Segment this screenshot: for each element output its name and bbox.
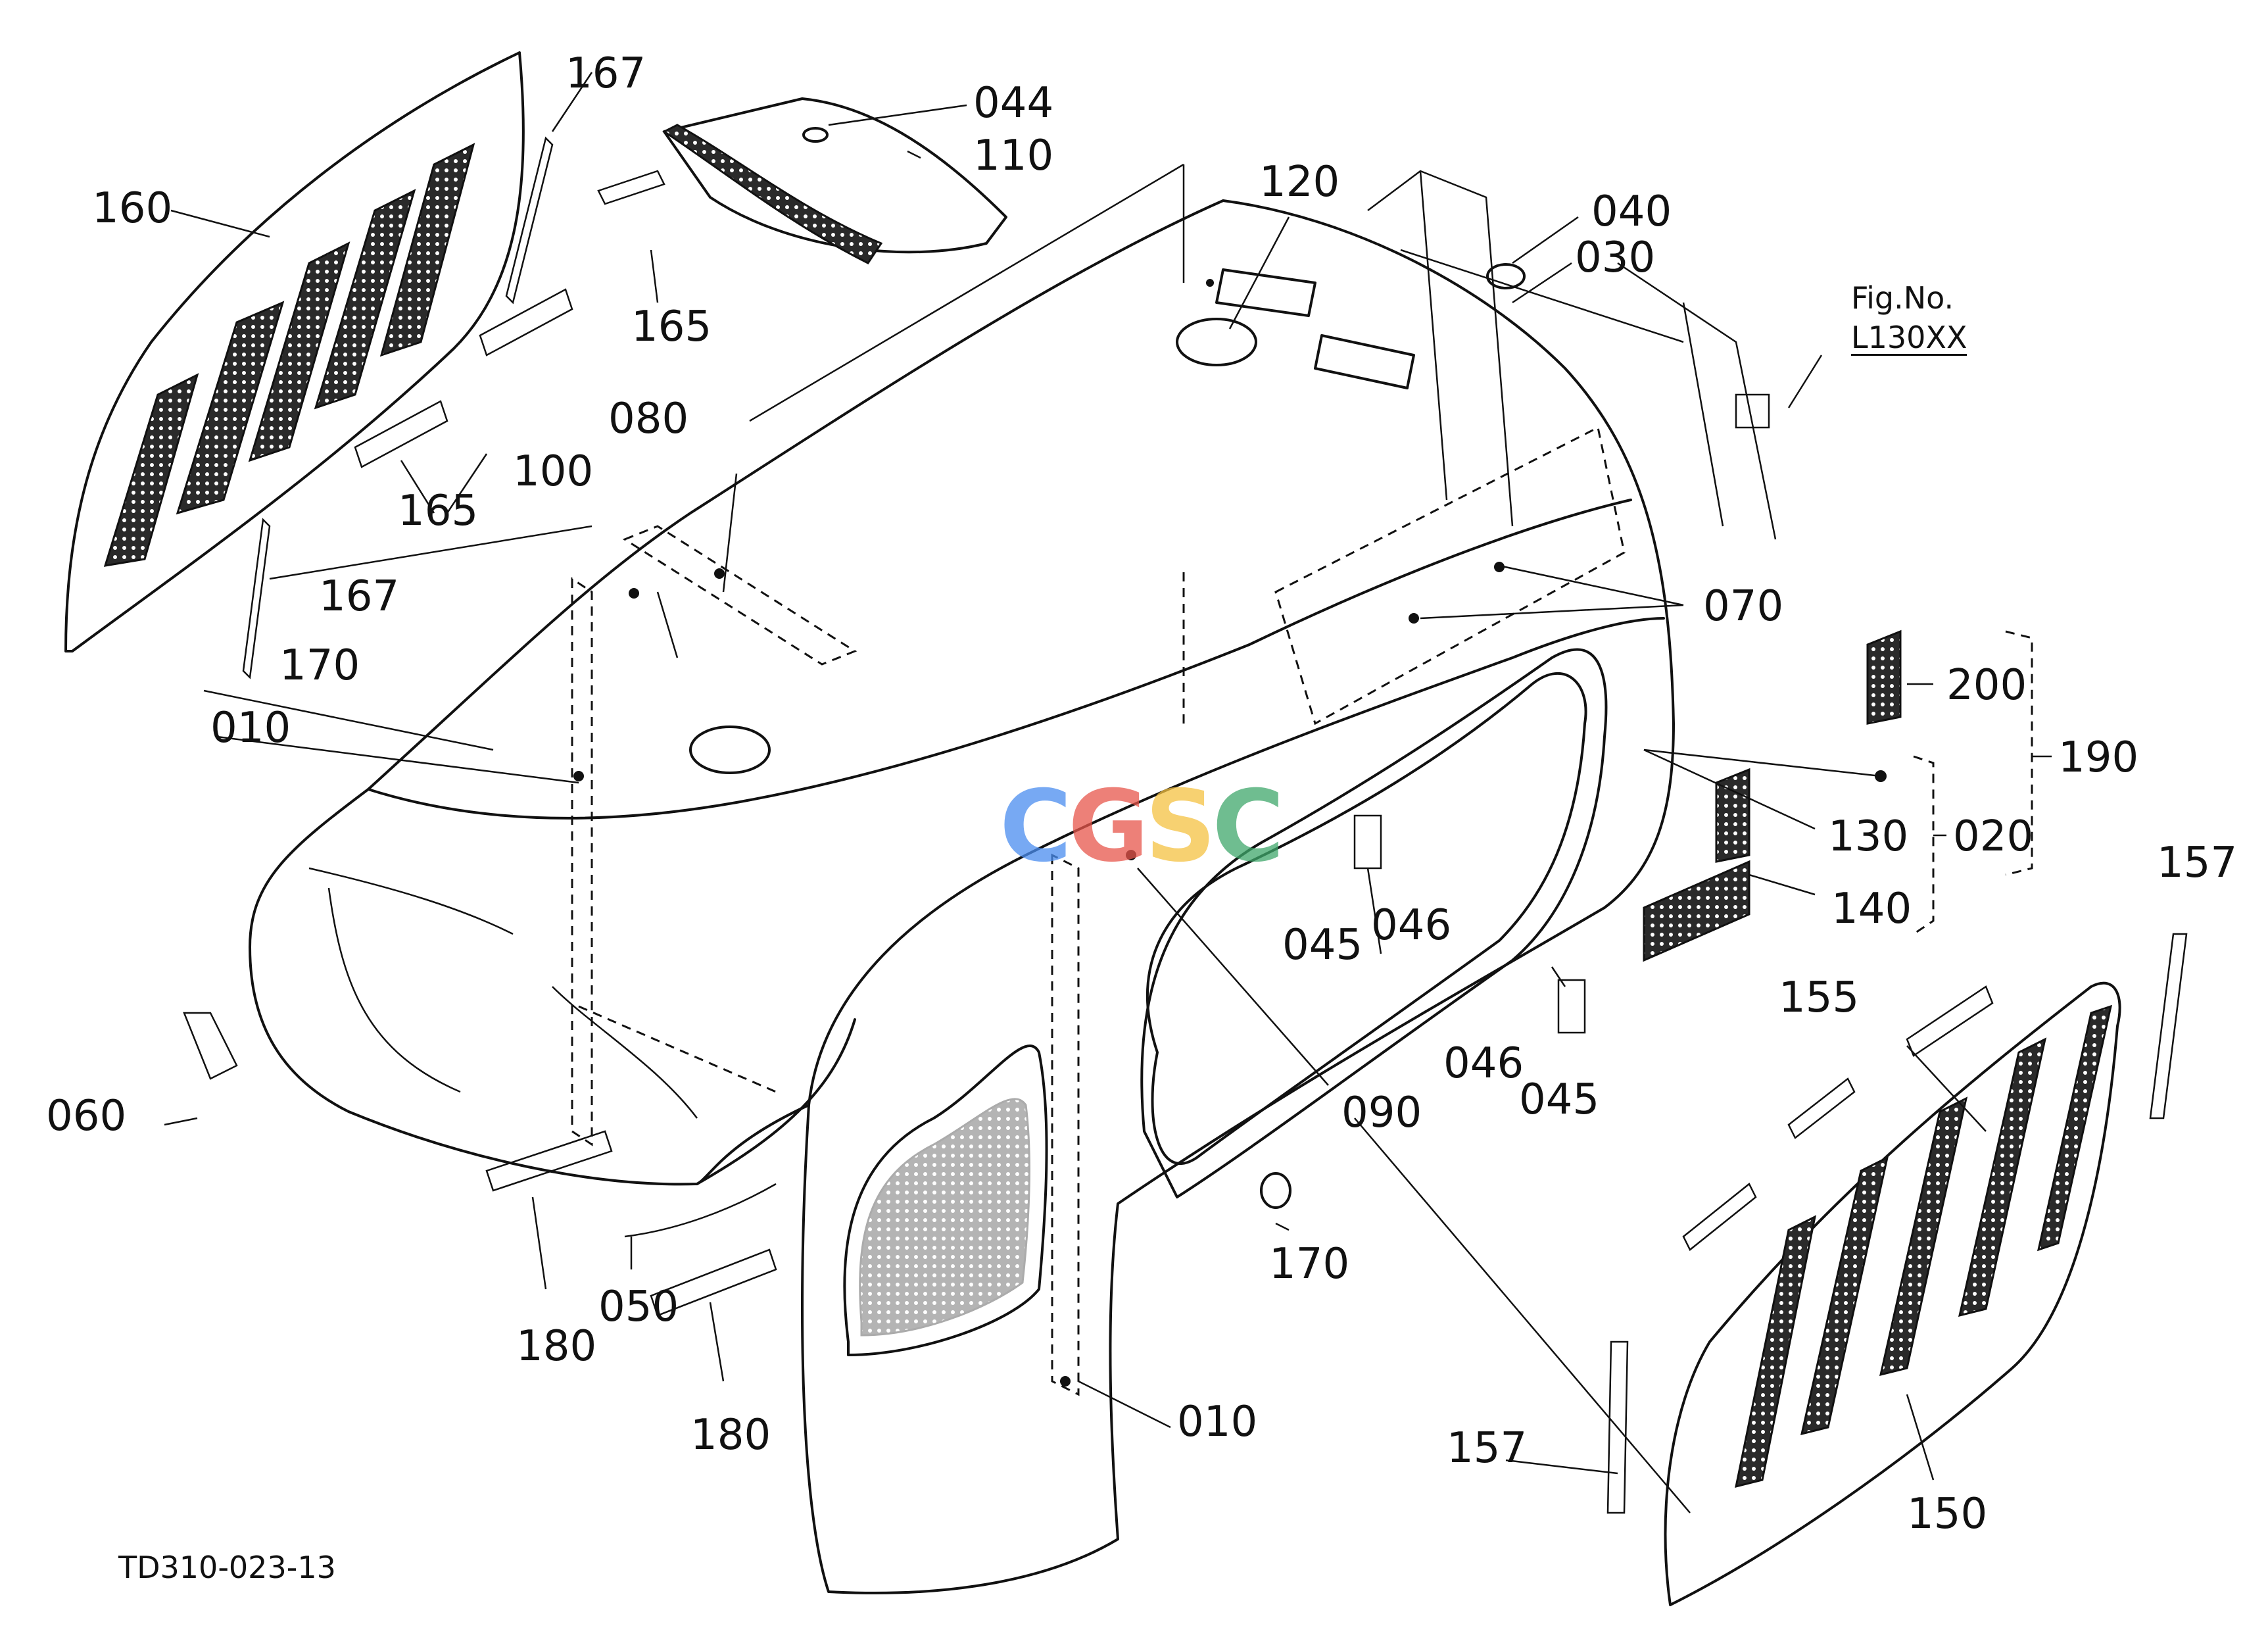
watermark-letter-2: G [1068,770,1149,884]
callout-167-bottom: 167 [319,572,400,621]
callout-170-right: 170 [1269,1240,1350,1289]
callout-080: 080 [608,395,689,443]
callout-150: 150 [1907,1490,1988,1538]
callout-100: 100 [513,447,594,496]
figure-reference-title: Fig.No. [1851,280,1954,316]
right-grille [1664,981,2121,1606]
callout-155: 155 [1779,973,1860,1022]
callout-120: 120 [1259,158,1340,207]
top-cover [662,97,1007,264]
callout-180-left: 180 [516,1322,597,1371]
watermark-letter-1: C [1000,770,1072,884]
drawing-code: TD310-023-13 [118,1550,336,1585]
callout-200: 200 [1946,661,2027,710]
callout-090: 090 [1341,1089,1422,1137]
callout-045-lower: 045 [1519,1075,1600,1124]
watermark-logo: CGSC [1000,770,1284,884]
callout-046-lower: 046 [1443,1039,1524,1088]
watermark-letter-3: S [1145,770,1216,884]
small-parts [183,136,2188,1514]
leader-lines [164,72,1987,1513]
callout-157-bottom: 157 [1447,1424,1528,1473]
rear-frame [1367,170,1777,540]
callout-044: 044 [973,79,1054,128]
callout-045-upper: 045 [1282,921,1363,970]
callout-165-upper: 165 [631,303,712,351]
callout-040: 040 [1591,187,1672,236]
group-brackets [1913,630,2052,935]
callout-190: 190 [2058,733,2139,782]
reference-dots [573,279,1887,1387]
watermark-letter-4: C [1212,770,1284,884]
callout-167-top: 167 [566,49,646,98]
callout-010-right: 010 [1177,1398,1258,1446]
callout-130: 130 [1828,812,1909,861]
callout-020: 020 [1953,812,2034,861]
callout-010-left: 010 [210,704,291,752]
callout-050: 050 [598,1283,679,1331]
callout-160: 160 [92,184,173,233]
callout-110: 110 [973,132,1054,180]
callout-140: 140 [1831,885,1912,933]
figure-reference-code: L130XX [1851,320,1967,356]
hood-body [249,199,1675,1594]
left-grille [64,51,525,652]
callout-157-top: 157 [2157,839,2238,887]
callout-070: 070 [1703,582,1784,631]
callout-060: 060 [46,1092,127,1141]
callout-170-left: 170 [279,641,360,690]
callout-030: 030 [1575,234,1656,282]
callout-046-upper: 046 [1371,901,1452,950]
callout-180-right: 180 [690,1411,771,1460]
callout-165-lower: 165 [398,487,479,535]
